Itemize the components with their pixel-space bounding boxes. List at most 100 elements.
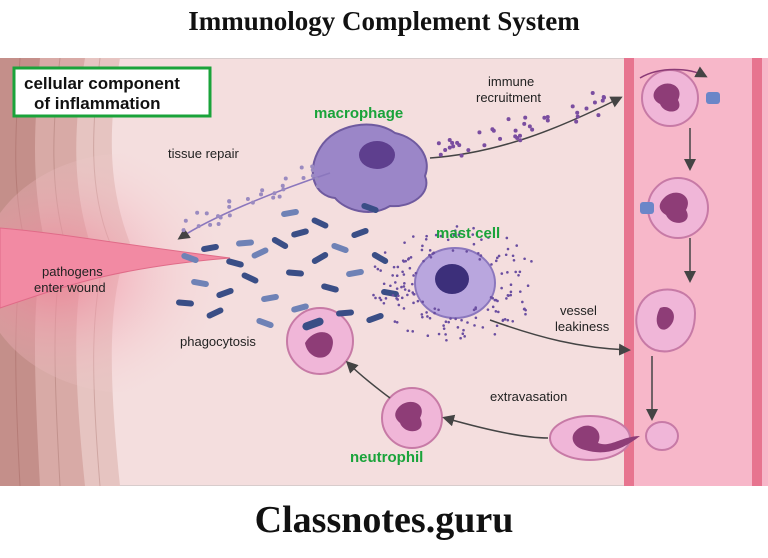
growth-factor-dot [301,176,306,181]
mast-cell-granule [422,259,425,263]
mast-cell-granule [530,260,533,263]
mast-cell-granule [379,269,382,272]
box-title-line1: cellular component [24,74,180,93]
mast-cell-granule [494,259,498,263]
growth-factor-dot [216,214,221,219]
mast-cell-granule [434,233,438,237]
cytokine-dot [451,144,456,149]
cytokine-dot [523,115,528,120]
bacterium [346,268,364,278]
immune-recruitment-label-line1: immune [488,74,534,89]
mast-cell-granule [403,241,406,244]
mast-cell-granule [512,258,516,262]
mast-cell-granule [424,237,428,241]
growth-factor-dot [195,210,200,215]
mast-cell-granule [393,320,397,323]
bacterium [191,278,209,288]
mast-cell-granule [495,324,499,328]
growth-factor-dot [245,196,250,201]
mast-cell-granule [461,332,465,335]
mast-cell-granule [400,285,403,289]
cytokine-dot [527,124,532,129]
mast-cell-label: mast cell [436,225,500,242]
cytokine-dot [518,133,523,138]
vessel-neutrophil-flattened [635,288,697,353]
mast-cell-granule [379,298,383,302]
arrow-extravasation [442,414,549,439]
mast-cell-granule [473,324,476,327]
mast-cell-granule [402,307,406,310]
mast-cell-granule [412,235,415,238]
mast-cell-granule [426,315,429,318]
mast-cell-granule [403,282,406,285]
wound-inflammation-glow [0,153,280,393]
title-box [12,66,212,118]
vessel-neutrophil-mid [640,177,709,239]
bacterium [336,309,354,317]
mast-cell-granule [523,257,526,261]
mast-cell-granule [421,244,424,248]
mast-cell-granule [382,282,386,286]
mast-cell-granule [442,327,446,330]
mast-cell-granule [509,290,513,294]
cytokine-dot [450,140,455,145]
growth-factor-dot [227,204,232,209]
mast-cell-granule [437,308,440,312]
cytokine-dot [498,136,503,141]
mast-cell-granule [506,247,510,251]
bacterium [351,227,369,239]
granule-dots [181,90,607,342]
mast-cell-granule [406,258,410,261]
mast-cell-granule [479,254,483,257]
mast-cell-granule [373,265,377,268]
page-title: Immunology Complement System [188,6,580,36]
mast-cell-granule [478,258,482,261]
mast-cell-granule [462,328,465,332]
mast-cell-granule [395,287,399,290]
mast-cell-granule [453,229,457,233]
mast-cell-granule [420,248,424,252]
mast-cell-granule [505,236,509,240]
mast-cell-granule [407,289,411,293]
bacterium [256,317,274,329]
mast-cell-granule [376,267,380,271]
cytokine-dot [570,104,575,109]
neutrophil-cell [381,387,443,449]
growth-factor-dot [208,222,213,227]
growth-factor-dot [260,188,265,193]
mast-cell-granule [444,333,447,336]
mast-cell-granule [474,306,478,309]
mast-cell-granule [403,288,407,291]
mast-cell-granule [524,312,527,316]
mast-cell-granule [395,274,399,278]
bacterium [291,228,309,238]
mast-cell-granule [517,273,520,277]
footer-site-name: Classnotes.guru [254,499,514,541]
growth-factor-dot [196,224,201,229]
vessel-neutrophil-top [641,69,720,127]
cytokine-dot [545,118,550,123]
bacterium [176,299,194,307]
cytokine-dot [443,148,448,153]
mast-cell-granule [374,296,377,300]
arrow-tissue-repair [177,172,331,240]
cytokine-dot [530,127,535,132]
bacterium [261,293,279,303]
mast-cell-granule [500,272,504,275]
growth-factor-dot [277,194,282,199]
mast-cell-granule [428,253,431,257]
mast-cell-granule [497,310,500,314]
cytokine-dot [482,143,487,148]
immune-recruitment-label-line2: recruitment [476,90,541,105]
growth-factor-dot [310,164,315,169]
growth-factor-dot [272,191,277,196]
neutrophil-label: neutrophil [350,449,423,466]
mast-cell-granule [382,301,386,305]
mast-cell-granule [421,300,425,304]
growth-factor-dot [216,222,221,227]
growth-factor-dot [227,199,232,204]
mast-cell-granule [428,249,432,252]
mast-cell-granule [504,253,508,257]
mast-cell-granule [433,307,437,310]
mast-cell-granule [506,294,510,297]
